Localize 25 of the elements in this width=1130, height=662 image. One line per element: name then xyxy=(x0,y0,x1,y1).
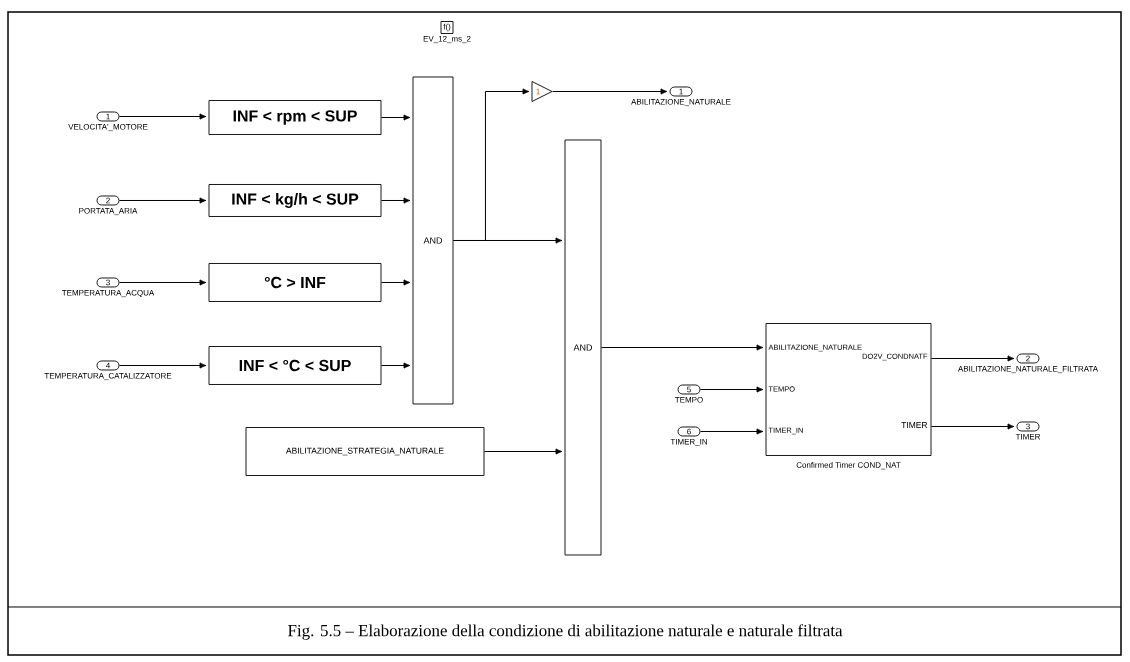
arrow xyxy=(930,423,1015,430)
arrow xyxy=(118,113,207,120)
arrow xyxy=(483,448,563,455)
logic-block: INF < °C < SUP xyxy=(208,346,382,385)
logic-block: INF < rpm < SUP xyxy=(208,100,382,135)
figure-caption: Fig. 5.5 – Elaborazione della condizione di abilitazione naturale e naturale filtrata xyxy=(288,624,843,640)
node-label: TIMER xyxy=(901,422,928,428)
logic-block: INF < kg/h < SUP xyxy=(208,184,382,217)
arrow xyxy=(699,428,764,435)
arrow xyxy=(380,279,411,286)
and-block: AND xyxy=(412,76,454,405)
arrow xyxy=(118,197,207,204)
arrow xyxy=(551,88,668,95)
arrow xyxy=(452,237,563,244)
arrow xyxy=(380,362,411,369)
logic-block: °C > INF xyxy=(208,263,382,302)
arrow xyxy=(118,279,207,286)
logic-block: ABILITAZIONE_STRATEGIA_NATURALE xyxy=(245,427,485,476)
arrow xyxy=(118,362,207,369)
arrow xyxy=(380,197,411,204)
arrow xyxy=(600,344,764,351)
arrow xyxy=(699,386,764,393)
and-block: AND xyxy=(564,139,602,556)
arrow xyxy=(930,355,1015,362)
arrow xyxy=(380,114,411,121)
